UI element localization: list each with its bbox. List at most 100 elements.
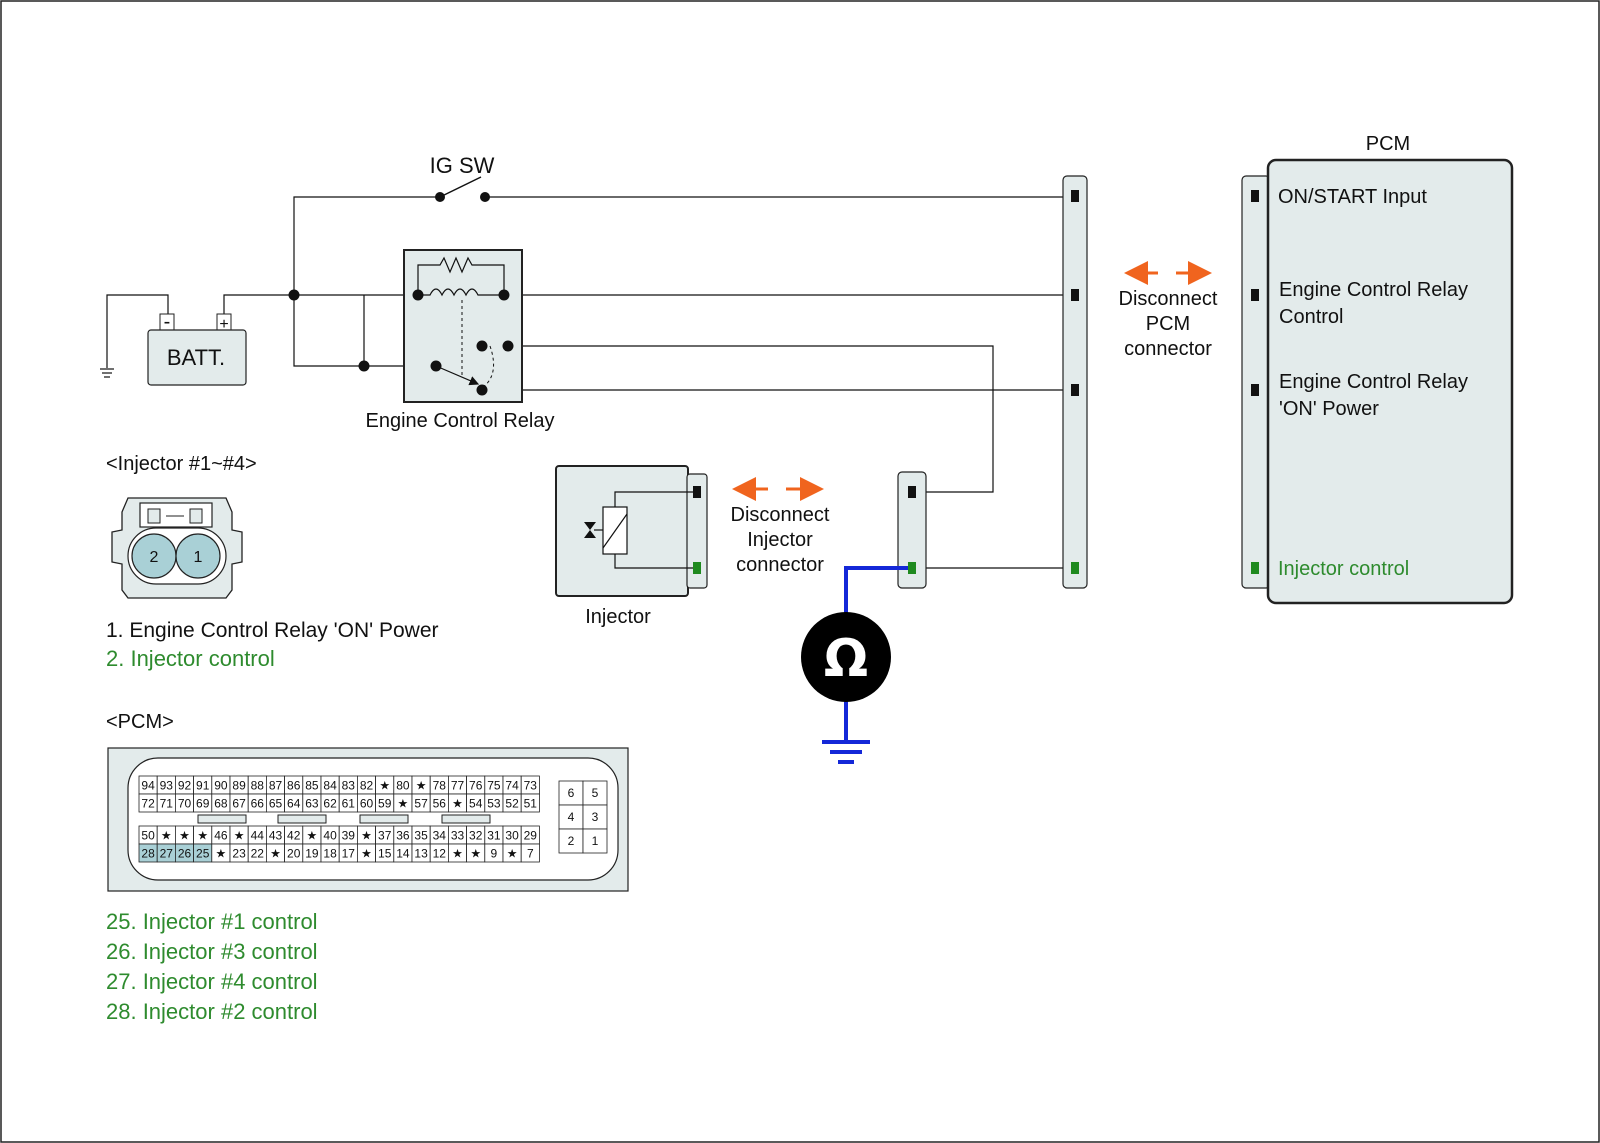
pcm-legend-25: 25. Injector #1 control (106, 909, 318, 934)
disconnect-injector-line3: connector (736, 554, 824, 576)
injector-legend-1: 1. Engine Control Relay 'ON' Power (106, 619, 439, 642)
ohmmeter-icon: Ω (824, 629, 868, 689)
pcm-pin-number: ★ (361, 829, 372, 843)
disconnect-pcm-line3: connector (1124, 338, 1212, 360)
injector-harness-connector (897, 471, 927, 589)
pcm-pin-number: 50 (141, 829, 155, 843)
pcm-legend-27: 27. Injector #4 control (106, 969, 318, 994)
pcm-pin-number: ★ (398, 797, 409, 811)
pcm-pin-number: 39 (342, 829, 356, 843)
pcm-pin-number: 63 (305, 797, 319, 811)
pcm-pin-injector-control: Injector control (1278, 558, 1409, 580)
pcm-pin-number: 34 (433, 829, 447, 843)
pcm-pin-number: 62 (323, 797, 337, 811)
pcm-pin-number: 53 (487, 797, 501, 811)
ignition-switch: IG SW (430, 153, 495, 202)
pcm-pin-number: 67 (232, 797, 246, 811)
pcm-pin-on-start: ON/START Input (1278, 186, 1427, 208)
pcm-pin-number: 88 (251, 779, 265, 793)
pcm-pin-number: ★ (179, 829, 190, 843)
pcm-side-pin-number: 4 (568, 810, 575, 824)
pcm-pin-number: ★ (507, 847, 518, 861)
disconnect-injector-note: Disconnect Injector connector (731, 477, 830, 576)
pcm-pin-number: 69 (196, 797, 210, 811)
pcm-pin-number: 27 (160, 847, 174, 861)
pcm-side-pin-number: 1 (592, 834, 599, 848)
pcm-pin-number: 18 (323, 847, 337, 861)
injector-pin-1: 1 (194, 549, 203, 566)
pcm-pin-number: 74 (505, 779, 519, 793)
battery: - + BATT. (147, 311, 247, 386)
pcm-connector-title: <PCM> (106, 711, 174, 733)
junction-dot (358, 360, 370, 372)
pcm-pin-number: 56 (433, 797, 447, 811)
injector-pin-2: 2 (150, 549, 159, 566)
pcm-pin-number: ★ (361, 847, 372, 861)
pcm-pin-cell (520, 843, 540, 863)
disconnect-injector-line1: Disconnect (731, 504, 830, 526)
pcm-pin-number: 17 (342, 847, 356, 861)
pcm-harness-connector (1062, 175, 1088, 589)
pcm-pin-number: 40 (323, 829, 337, 843)
disconnect-pcm-line1: Disconnect (1119, 288, 1218, 310)
pcm-pin-number: 68 (214, 797, 228, 811)
injector: Injector (555, 465, 708, 628)
pcm-side-pin-number: 2 (568, 834, 575, 848)
pcm-pin-number: 83 (342, 779, 356, 793)
pcm-side-pin-number: 3 (592, 810, 599, 824)
pcm-pin-number: 71 (160, 797, 174, 811)
injector-connector-face: <Injector #1~#4> 2 1 1. Engine Control R… (106, 453, 439, 671)
pcm-pin-number: 87 (269, 779, 283, 793)
pcm-pin-number: 77 (451, 779, 465, 793)
pcm-legend-28: 28. Injector #2 control (106, 999, 318, 1024)
pcm-pin-number: 86 (287, 779, 301, 793)
pcm-pin-number: ★ (234, 829, 245, 843)
pcm-pin-number: 33 (451, 829, 465, 843)
pcm-pin-on-power-1: Engine Control Relay (1279, 371, 1468, 393)
pcm-side-pin-cell (582, 780, 608, 806)
pcm-pin-number: 52 (505, 797, 519, 811)
pcm-pin-number: 64 (287, 797, 301, 811)
injector-legend-2: 2. Injector control (106, 646, 275, 671)
pcm-pin-number: 73 (524, 779, 538, 793)
pcm-pin-relay-control-2: Control (1279, 306, 1343, 328)
pcm-pin-number: 26 (178, 847, 192, 861)
pcm-pin-number: 15 (378, 847, 392, 861)
pcm-pin-number: 13 (414, 847, 428, 861)
pcm-pin-number: 90 (214, 779, 228, 793)
pcm-side-pin-number: 6 (568, 786, 575, 800)
ig-sw-label: IG SW (430, 153, 495, 178)
pcm-pin-number: 94 (141, 779, 155, 793)
disconnect-pcm-line2: PCM (1146, 313, 1190, 335)
pcm-pin-number: 12 (433, 847, 447, 861)
pcm-pin-number: ★ (216, 847, 227, 861)
pcm-pin-number: 14 (396, 847, 410, 861)
pcm-side-pin-cell (558, 828, 584, 854)
pcm-pin-number: 22 (251, 847, 265, 861)
pcm-pin-relay-control-1: Engine Control Relay (1279, 279, 1468, 301)
pcm-pin-number: 23 (232, 847, 246, 861)
pcm-pin-cell (520, 793, 540, 813)
pcm-pin-number: 31 (487, 829, 501, 843)
pcm-pin-number: 36 (396, 829, 410, 843)
battery-label: BATT. (167, 345, 225, 370)
pcm-pin-number: 93 (160, 779, 174, 793)
pcm-pin-number: 80 (396, 779, 410, 793)
pcm-pin-number: 60 (360, 797, 374, 811)
pcm-pin-number: 84 (323, 779, 337, 793)
injector-label: Injector (585, 606, 651, 628)
disconnect-pcm-note: Disconnect PCM connector (1119, 261, 1218, 360)
pcm-pin-number: 43 (269, 829, 283, 843)
pcm-pin-number: 42 (287, 829, 301, 843)
pcm-side-pin-cell (582, 804, 608, 830)
pcm-legend-26: 26. Injector #3 control (106, 939, 318, 964)
pcm-module: PCM ON/START Input Engine Control Relay … (1241, 133, 1514, 605)
pcm-side-pin-cell (558, 780, 584, 806)
pcm-pin-number: 7 (527, 847, 534, 861)
disconnect-injector-line2: Injector (747, 529, 813, 551)
pcm-pin-number: 65 (269, 797, 283, 811)
pcm-pin-number: 85 (305, 779, 319, 793)
